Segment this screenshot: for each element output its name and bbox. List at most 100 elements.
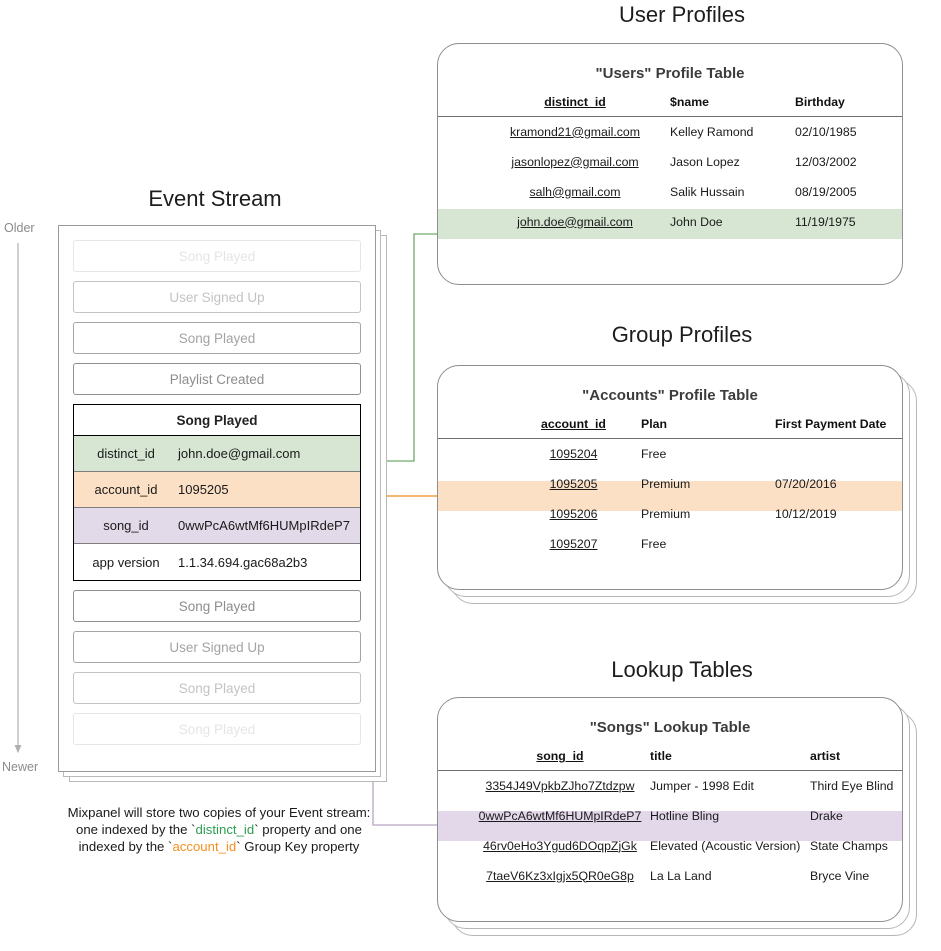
caption-line-3-pre: indexed by the ` (78, 839, 173, 854)
column-header-account-id: account_id (506, 414, 641, 439)
cell-plan: Premium (641, 506, 691, 521)
table-row-highlighted[interactable]: john.doe@gmail.com John Doe 11/19/1975 (438, 207, 902, 237)
event-stream-caption: Mixpanel will store two copies of your E… (40, 804, 398, 855)
cell-birthday: 12/03/2002 (795, 154, 857, 169)
event-item[interactable]: Song Played (73, 713, 361, 745)
lookup-tables-section-title: Lookup Tables (611, 657, 753, 682)
cell-artist: Bryce Vine (810, 868, 870, 883)
event-item[interactable]: Song Played (73, 322, 361, 354)
cell-title: La La Land (650, 868, 712, 883)
table-row-highlighted[interactable]: 0wwPcA6wtMf6HUMpIRdeP7 Hotline Bling Dra… (438, 801, 902, 831)
accounts-table-header-row: account_id Plan First Payment Date (438, 414, 902, 439)
users-profile-card: "Users" Profile Table distinct_id $name … (437, 43, 903, 285)
cell-name: Kelley Ramond (670, 124, 754, 139)
table-row[interactable]: 1095204 Free (438, 439, 902, 469)
focused-event-card[interactable]: Song Played distinct_id john.doe@gmail.c… (73, 404, 361, 581)
users-card-title: "Users" Profile Table (595, 65, 745, 82)
event-property-song-id: song_id 0wwPcA6wtMf6HUMpIRdeP7 (74, 508, 360, 544)
caption-line-3-post: ` Group Key property (236, 839, 360, 854)
cell-birthday: 11/19/1975 (795, 214, 856, 229)
axis-label-newer: Newer (2, 760, 39, 774)
cell-distinct-id: kramond21@gmail.com (509, 124, 641, 139)
songs-table: song_id title artist 3354J49VpkbZJho7Ztd… (438, 746, 902, 891)
table-row[interactable]: 1095207 Free (438, 529, 902, 559)
property-key: song_id (103, 518, 149, 533)
column-header-title: title (650, 746, 810, 771)
table-row[interactable]: 46rv0eHo3Ygud6DOqpZjGk Elevated (Acousti… (438, 831, 902, 861)
column-header-name: $name (670, 92, 795, 117)
cell-account-id: 1095206 (549, 506, 598, 521)
cell-song-id: 7taeV6Kz3xIgjx5QR0eG8p (486, 868, 634, 883)
table-row-highlighted[interactable]: 1095205 Premium 07/20/2016 (438, 469, 902, 499)
cell-title: Hotline Bling (650, 808, 720, 823)
cell-distinct-id: john.doe@gmail.com (517, 214, 633, 229)
cell-plan: Free (641, 446, 667, 461)
event-stream-title: Event Stream (148, 186, 282, 211)
event-item[interactable]: Song Played (73, 240, 361, 272)
cell-first-payment-date (775, 439, 902, 469)
property-key: distinct_id (97, 446, 155, 461)
property-value: 1.1.34.694.gac68a2b3 (178, 554, 308, 570)
users-table-header-row: distinct_id $name Birthday (438, 92, 902, 117)
accounts-table: account_id Plan First Payment Date 10952… (438, 414, 902, 559)
focused-event-title: Song Played (74, 405, 360, 436)
table-row[interactable]: 1095206 Premium 10/12/2019 (438, 499, 902, 529)
property-value: 0wwPcA6wtMf6HUMpIRdeP7 (178, 518, 350, 533)
property-value: 1095205 (178, 482, 229, 497)
table-row[interactable]: salh@gmail.com Salik Hussain 08/19/2005 (438, 177, 902, 207)
caption-line-1: Mixpanel will store two copies of your E… (67, 805, 371, 820)
cell-name: John Doe (670, 214, 723, 229)
column-header-plan: Plan (641, 414, 775, 439)
event-property-distinct-id: distinct_id john.doe@gmail.com (74, 436, 360, 472)
caption-line-2-post: ` property and one (254, 822, 362, 837)
column-header-first-payment-date: First Payment Date (775, 414, 902, 439)
cell-first-payment-date (775, 529, 902, 559)
user-profiles-section-title: User Profiles (619, 2, 745, 27)
event-item[interactable]: Playlist Created (73, 363, 361, 395)
column-header-song-id: song_id (470, 746, 650, 771)
cell-plan: Free (641, 536, 667, 551)
cell-birthday: 02/10/1985 (795, 124, 857, 139)
songs-table-header-row: song_id title artist (438, 746, 902, 771)
caption-line-2-pre: one indexed by the ` (76, 822, 196, 837)
property-key: account_id (94, 482, 158, 497)
event-item[interactable]: Song Played (73, 672, 361, 704)
table-row[interactable]: jasonlopez@gmail.com Jason Lopez 12/03/2… (438, 147, 902, 177)
event-item[interactable]: User Signed Up (73, 281, 361, 313)
cell-plan: Premium (641, 476, 691, 491)
axis-label-older: Older (4, 221, 35, 235)
cell-artist: Drake (810, 808, 843, 823)
cell-song-id: 3354J49VpkbZJho7Ztdzpw (485, 778, 635, 793)
cell-account-id: 1095204 (549, 446, 598, 461)
event-property-app-version: app version 1.1.34.694.gac68a2b3 (74, 544, 360, 580)
column-header-artist: artist (810, 746, 902, 771)
event-stream-panel: Song Played User Signed Up Song Played P… (58, 225, 376, 772)
property-value: john.doe@gmail.com (178, 446, 301, 461)
cell-name: Salik Hussain (670, 184, 745, 199)
event-item[interactable]: User Signed Up (73, 631, 361, 663)
cell-distinct-id: jasonlopez@gmail.com (511, 154, 639, 169)
table-row[interactable]: 7taeV6Kz3xIgjx5QR0eG8p La La Land Bryce … (438, 861, 902, 891)
cell-first-payment-date: 10/12/2019 (775, 506, 837, 521)
cell-title: Jumper - 1998 Edit (650, 778, 754, 793)
caption-token-distinct-id: distinct_id (195, 822, 255, 837)
cell-artist: State Champs (810, 838, 888, 853)
group-profiles-section-title: Group Profiles (611, 322, 753, 347)
cell-song-id: 0wwPcA6wtMf6HUMpIRdeP7 (478, 808, 642, 823)
cell-first-payment-date: 07/20/2016 (775, 476, 837, 491)
table-row[interactable]: kramond21@gmail.com Kelley Ramond 02/10/… (438, 117, 902, 147)
property-key: app version (92, 554, 160, 570)
cell-birthday: 08/19/2005 (795, 184, 857, 199)
accounts-card-title: "Accounts" Profile Table (582, 387, 758, 404)
column-header-distinct-id: distinct_id (480, 92, 670, 117)
caption-token-account-id: account_id (172, 839, 237, 854)
table-row[interactable]: 3354J49VpkbZJho7Ztdzpw Jumper - 1998 Edi… (438, 771, 902, 801)
event-item[interactable]: Song Played (73, 590, 361, 622)
event-property-account-id: account_id 1095205 (74, 472, 360, 508)
cell-account-id: 1095207 (549, 536, 598, 551)
column-header-birthday: Birthday (795, 92, 902, 117)
users-table: distinct_id $name Birthday kramond21@gma… (438, 92, 902, 237)
songs-lookup-card: "Songs" Lookup Table song_id title artis… (437, 697, 903, 922)
songs-card-title: "Songs" Lookup Table (589, 719, 751, 736)
cell-song-id: 46rv0eHo3Ygud6DOqpZjGk (483, 838, 637, 853)
